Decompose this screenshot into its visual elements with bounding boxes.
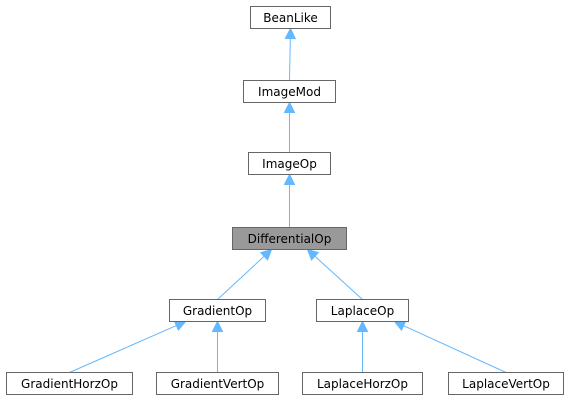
edge-laplaceop-to-differentialop — [314, 255, 363, 300]
edge-laplacevertop-to-laplaceop — [403, 325, 507, 373]
node-differentialop[interactable]: DifferentialOp — [232, 227, 347, 250]
node-laplaceop[interactable]: LaplaceOp — [316, 299, 409, 322]
node-laplacehorzop[interactable]: LaplaceHorzOp — [302, 372, 423, 395]
node-gradientop[interactable]: GradientOp — [169, 299, 266, 322]
arrowhead-gradientvertop-to-gradientop — [211, 320, 224, 332]
node-laplacevertop[interactable]: LaplaceVertOp — [448, 372, 564, 395]
node-label-imageop: ImageOp — [262, 157, 317, 171]
edge-gradienthorzop-to-gradientop — [69, 325, 177, 373]
node-label-gradientop: GradientOp — [183, 304, 252, 318]
arrowhead-laplacevertop-to-laplaceop — [393, 320, 407, 332]
node-label-imagemod: ImageMod — [258, 85, 321, 99]
node-label-differentialop: DifferentialOp — [248, 232, 332, 246]
node-beanlike[interactable]: BeanLike — [250, 6, 331, 29]
node-label-beanlike: BeanLike — [263, 11, 318, 25]
node-label-laplacehorzop: LaplaceHorzOp — [317, 377, 408, 391]
arrowhead-differentialop-to-imageop — [283, 173, 296, 185]
node-label-gradienthorzop: GradientHorzOp — [21, 377, 118, 391]
arrowhead-gradienthorzop-to-gradientop — [173, 320, 187, 332]
node-label-laplaceop: LaplaceOp — [331, 304, 394, 318]
arrowhead-laplacehorzop-to-laplaceop — [356, 320, 369, 332]
arrowhead-laplaceop-to-differentialop — [306, 248, 320, 261]
arrowhead-imagemod-to-beanlike — [284, 27, 297, 40]
edge-gradientop-to-differentialop — [217, 255, 265, 300]
node-imagemod[interactable]: ImageMod — [243, 80, 336, 103]
arrowhead-gradientop-to-differentialop — [259, 248, 273, 261]
node-label-laplacevertop: LaplaceVertOp — [462, 377, 550, 391]
node-label-gradientvertop: GradientVertOp — [171, 377, 265, 391]
edge-imagemod-to-beanlike — [289, 38, 291, 81]
node-gradienthorzop[interactable]: GradientHorzOp — [6, 372, 133, 395]
node-gradientvertop[interactable]: GradientVertOp — [156, 372, 279, 395]
arrowhead-imageop-to-imagemod — [283, 101, 296, 113]
node-imageop[interactable]: ImageOp — [248, 152, 331, 175]
edges-layer — [69, 27, 507, 373]
